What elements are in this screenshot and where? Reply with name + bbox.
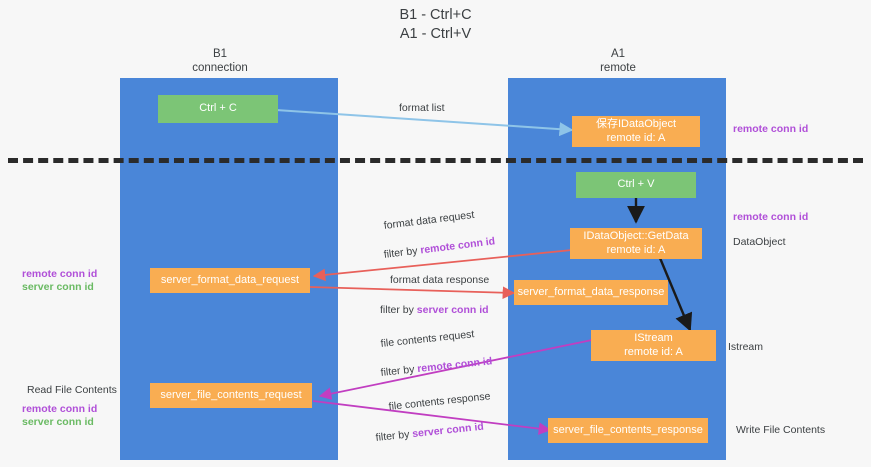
side-label-remote-conn-id-top: remote conn id [733,123,809,135]
filter-key-remote-conn-id: remote conn id [416,355,493,376]
side-label-dataobject: DataObject [733,236,786,248]
edge-label-file-contents-response-filter: filter by server conn id [375,419,491,446]
column-header-b1: B1 connection [192,48,248,74]
phase-separator [8,158,863,163]
edge-label-format-data-request: format data request [383,205,496,234]
filter-key-server-conn-id: server conn id [416,304,489,316]
filter-prefix: filter by [383,244,422,261]
edge-label-format-data-response: format data response [390,273,489,288]
page-title: B1 - Ctrl+C A1 - Ctrl+V [399,7,472,42]
box-server-file-contents-request[interactable]: server_file_contents_request [150,383,312,408]
side-label-left-server-conn-id-2: server conn id [22,416,94,428]
edge-label-file-contents-request-text: file contents request [380,328,475,350]
box-idataobject-getdata[interactable]: IDataObject::GetData remote id: A [570,228,702,259]
edge-label-format-data-response-filter: filter by server conn id [380,303,489,318]
filter-key-server-conn-id: server conn id [411,420,485,441]
column-header-a1: A1 remote [600,48,636,74]
filter-prefix: filter by [380,304,417,316]
edge-label-format-data-request-text: format data request [383,208,475,232]
side-label-left-server-conn-id: server conn id [22,281,94,293]
edge-label-file-contents-response: file contents response [388,389,491,415]
edge-label-file-contents-request: file contents request [380,325,493,352]
side-label-istream: Istream [728,341,764,353]
edge-label-format-data-request-filter: filter by remote conn id [383,234,496,263]
box-ctrl-v[interactable]: Ctrl + V [576,172,696,198]
box-server-format-data-request[interactable]: server_format_data_request [150,268,310,293]
edge-label-format-data-response-text: format data response [390,274,490,286]
side-label-left-remote-conn-id-2: remote conn id [22,403,98,415]
filter-prefix: filter by [375,428,413,444]
side-label-left-remote-conn-id: remote conn id [22,268,98,280]
edge-label-file-contents-request-filter: filter by remote conn id [380,354,493,381]
edge-label-format-list: format list [399,102,445,114]
side-label-remote-conn-id-mid: remote conn id [733,211,809,223]
filter-key-remote-conn-id: remote conn id [419,235,496,257]
box-server-file-contents-response[interactable]: server_file_contents_response [548,418,708,443]
box-save-idataobject[interactable]: 保存IDataObject remote id: A [572,116,700,147]
side-label-read-file-contents: Read File Contents [27,384,117,396]
edge-label-file-contents-response-text: file contents response [388,390,491,413]
side-label-write-file-contents: Write File Contents [736,424,826,436]
box-server-format-data-response[interactable]: server_format_data_response [514,280,668,305]
box-ctrl-c[interactable]: Ctrl + C [158,95,278,123]
box-istream[interactable]: IStream remote id: A [591,330,716,361]
filter-prefix: filter by [380,363,418,379]
